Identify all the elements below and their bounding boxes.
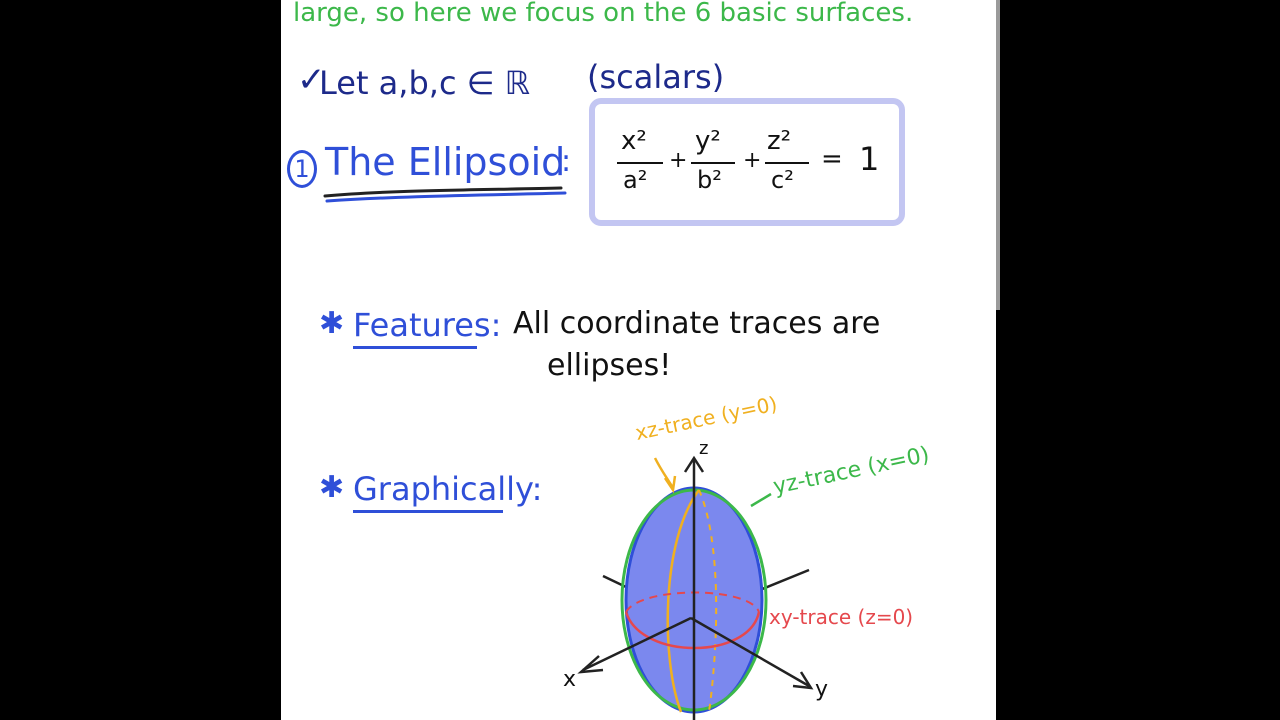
axis-y-arrow	[792, 671, 814, 690]
axis-y-label: y	[815, 677, 828, 702]
intro-text: large, so here we focus on the 6 basic s…	[293, 0, 914, 28]
eq-term3-num: z²	[767, 126, 792, 156]
title-underline	[323, 186, 567, 203]
axis-x-front	[582, 616, 692, 672]
xz-trace-curve	[666, 489, 700, 713]
eq-plus2: +	[743, 148, 762, 173]
let-statement: Let a,b,c ∈ ℝ	[319, 64, 531, 102]
xz-trace-label: xz-trace (y=0)	[633, 391, 779, 445]
yz-trace-label: yz-trace (x=0)	[771, 442, 932, 499]
equation-box: x² a² + y² b² + z² c² = 1	[589, 98, 905, 226]
features-line1: All coordinate traces are	[513, 306, 881, 341]
let-check-icon: ✓	[297, 60, 326, 100]
eq-equals: =	[821, 144, 843, 174]
features-line2: ellipses!	[547, 348, 672, 383]
section-title-colon: :	[561, 144, 572, 179]
features-underline	[353, 346, 477, 349]
eq-rhs: 1	[859, 140, 880, 178]
axis-z-label: z	[699, 438, 708, 459]
eq-term3-den: c²	[771, 166, 794, 194]
ellipsoid-diagram: x y z xz-trace (y=0) yz-trace (x=0) xy-t…	[563, 391, 932, 720]
axis-y-front	[690, 616, 810, 688]
eq-term1-den: a²	[623, 166, 648, 194]
axis-x-label: x	[563, 667, 576, 692]
section-title: The Ellipsoid	[325, 140, 566, 184]
eq-term1-num: x²	[621, 126, 647, 156]
eq-term2-den: b²	[697, 166, 722, 194]
eq-term2-num: y²	[695, 126, 721, 156]
axis-x-arrow	[577, 655, 604, 674]
features-bullet-icon: ✱	[319, 306, 345, 341]
graphically-underline	[353, 510, 503, 513]
xy-trace-label: xy-trace (z=0)	[769, 605, 913, 629]
yz-pointer	[750, 492, 772, 508]
eq-plus1: +	[669, 148, 688, 173]
graphically-bullet-icon: ✱	[319, 470, 345, 505]
scrollbar[interactable]	[996, 0, 1000, 310]
whiteboard-page: large, so here we focus on the 6 basic s…	[281, 0, 996, 720]
graphically-label: Graphically:	[353, 470, 543, 508]
section-number-text: 1	[294, 155, 310, 183]
xz-pointer	[653, 457, 675, 489]
eq-term1-bar	[617, 162, 663, 164]
axis-z-arrow	[683, 455, 705, 473]
eq-term2-bar	[691, 162, 735, 164]
section-number: 1	[287, 150, 317, 188]
xz-pointer-arrow	[663, 475, 677, 494]
xz-trace-back	[698, 489, 718, 713]
scalars-note: (scalars)	[587, 58, 725, 96]
features-label: Features:	[353, 306, 502, 344]
eq-term3-bar	[765, 162, 809, 164]
